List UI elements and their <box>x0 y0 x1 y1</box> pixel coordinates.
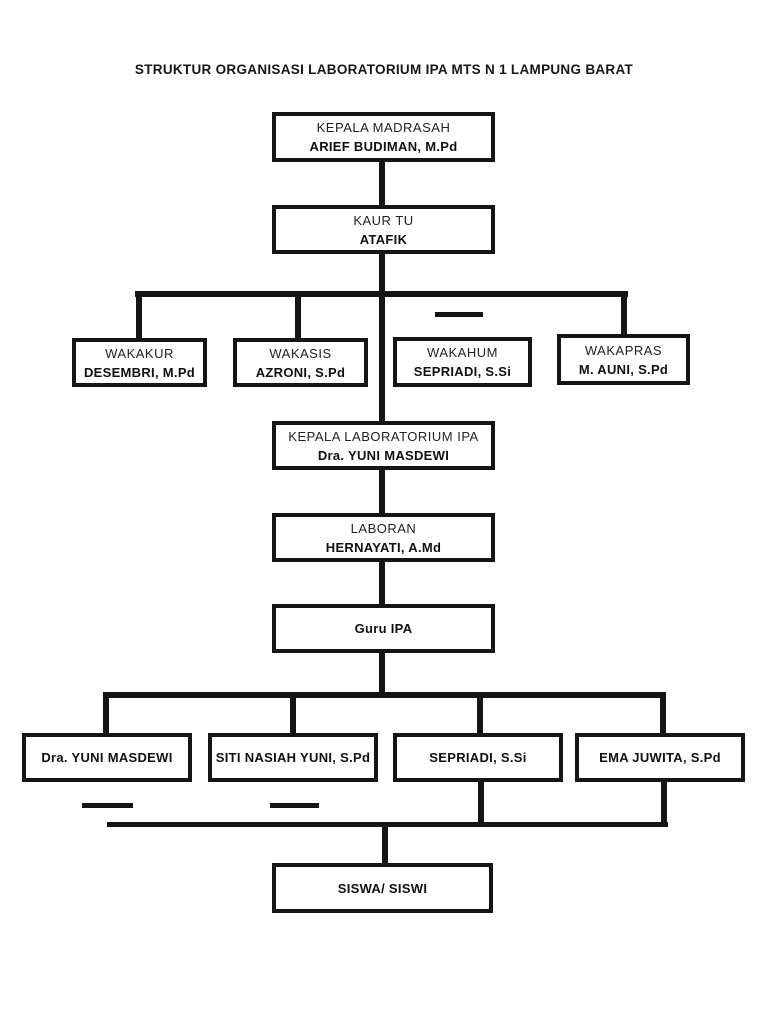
connector-branch2-stub-guru4 <box>660 696 666 734</box>
connector-branch2-stub-guru1 <box>103 696 109 734</box>
connector-branch1-stub-wakasis <box>295 295 301 338</box>
connector-branch2-stub-guru3 <box>477 696 483 734</box>
node-guru-2: SITI NASIAH YUNI, S.Pd <box>208 733 378 782</box>
node-person-name: M. AUNI, S.Pd <box>578 361 669 377</box>
connector-bottom-horizontal <box>107 822 668 827</box>
node-siswa-siswi: SISWA/ SISWI <box>272 863 493 913</box>
node-person-name: Dra. YUNI MASDEWI <box>41 750 173 765</box>
node-guru-3: SEPRIADI, S.Si <box>393 733 563 782</box>
node-wakakur: WAKAKUR DESEMBRI, M.Pd <box>72 338 207 387</box>
connector-branch1-horizontal <box>135 291 628 297</box>
node-role: KAUR TU <box>353 212 414 228</box>
connector-kepalamadrasah-kaurtu <box>379 162 385 206</box>
node-role: WAKAPRAS <box>584 342 663 358</box>
connector-guru4-down <box>661 781 667 823</box>
node-role: WAKASIS <box>269 345 332 361</box>
connector-laboran-guruipa <box>379 561 385 605</box>
node-person-name: AZRONI, S.Pd <box>255 364 346 380</box>
node-role: Guru IPA <box>354 621 413 636</box>
node-guru-ipa: Guru IPA <box>272 604 495 653</box>
node-role: SISWA/ SISWI <box>337 880 428 896</box>
node-person-name: ARIEF BUDIMAN, M.Pd <box>309 139 458 154</box>
connector-wakahum-dash <box>435 312 483 317</box>
connector-kepalalab-laboran <box>379 470 385 514</box>
node-wakapras: WAKAPRAS M. AUNI, S.Pd <box>557 334 690 385</box>
node-kepala-madrasah: KEPALA MADRASAH ARIEF BUDIMAN, M.Pd <box>272 112 495 162</box>
node-person-name: SITI NASIAH YUNI, S.Pd <box>215 750 371 765</box>
connector-guru3-down <box>478 781 484 827</box>
chart-title: STRUKTUR ORGANISASI LABORATORIUM IPA MTS… <box>134 62 634 77</box>
node-person-name: DESEMBRI, M.Pd <box>83 364 196 380</box>
connector-branch2-horizontal <box>103 692 666 698</box>
node-guru-4: EMA JUWITA, S.Pd <box>575 733 745 782</box>
node-laboran: LABORAN HERNAYATI, A.Md <box>272 513 495 562</box>
connector-branch1-stub-wakapras <box>621 295 627 335</box>
node-person-name: Dra. YUNI MASDEWI <box>317 447 450 463</box>
node-role: LABORAN <box>350 520 417 536</box>
node-kepala-laboratorium: KEPALA LABORATORIUM IPA Dra. YUNI MASDEW… <box>272 421 495 470</box>
connector-branch2-stub-guru2 <box>290 696 296 734</box>
node-person-name: SEPRIADI, S.Si <box>429 750 527 765</box>
connector-to-siswa <box>382 825 388 863</box>
node-person-name: EMA JUWITA, S.Pd <box>599 750 721 765</box>
node-person-name: SEPRIADI, S.Si <box>413 364 512 379</box>
node-role: WAKAKUR <box>105 345 174 361</box>
node-guru-1: Dra. YUNI MASDEWI <box>22 733 192 782</box>
node-role: KEPALA MADRASAH <box>316 120 451 135</box>
node-wakahum: WAKAHUM SEPRIADI, S.Si <box>393 337 532 387</box>
connector-branch1-stub-wakakur <box>136 295 142 338</box>
node-person-name: HERNAYATI, A.Md <box>325 539 442 555</box>
node-wakasis: WAKASIS AZRONI, S.Pd <box>233 338 368 387</box>
connector-guru1-dash <box>82 803 133 808</box>
connector-kaurtu-kepalalab-spine <box>379 253 385 422</box>
node-kaur-tu: KAUR TU ATAFIK <box>272 205 495 254</box>
connector-guruipa-branch2 <box>379 652 385 693</box>
node-role: KEPALA LABORATORIUM IPA <box>288 428 479 444</box>
node-person-name: ATAFIK <box>359 231 408 247</box>
connector-guru2-dash <box>270 803 319 808</box>
node-role: WAKAHUM <box>427 345 498 360</box>
